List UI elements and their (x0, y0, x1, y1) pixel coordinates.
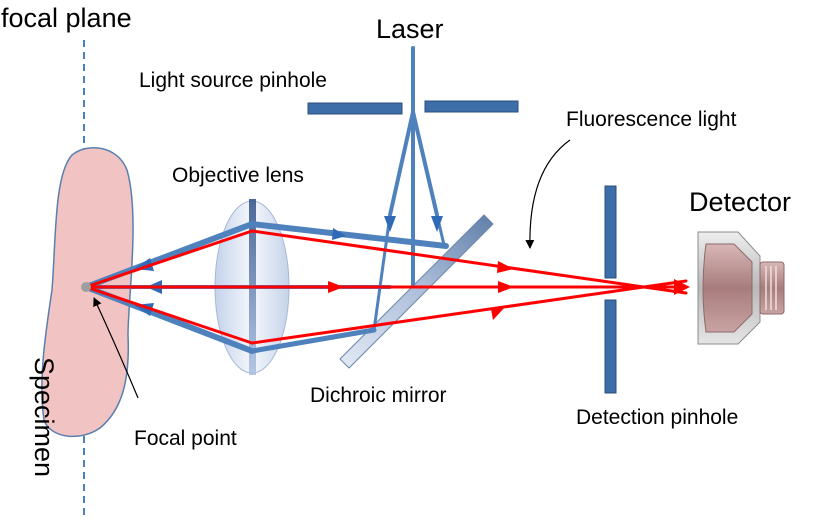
detection-pinhole-label: Detection pinhole (576, 406, 738, 429)
fluorescence-arrowheads (328, 261, 690, 320)
specimen-label: Specimen (29, 357, 59, 477)
focal-point-dot (81, 282, 91, 292)
detection-pinhole (604, 185, 617, 394)
dichroic-mirror (339, 214, 494, 369)
light-source-pinhole (307, 100, 519, 115)
laser-label: Laser (376, 14, 444, 44)
fluorescence-light-label: Fluorescence light (566, 108, 737, 131)
dichroic-mirror-label: Dichroic mirror (310, 384, 447, 407)
light-source-pinhole-label: Light source pinhole (139, 69, 327, 92)
focal-point-pointer (93, 297, 139, 399)
focal-point-label: Focal point (134, 427, 237, 450)
detector-label: Detector (689, 187, 791, 217)
detector-icon (697, 231, 785, 345)
focal-plane-label: focal plane (1, 3, 132, 33)
objective-lens-label: Objective lens (172, 164, 304, 187)
fluorescence-pointer (525, 139, 571, 249)
specimen-shape (41, 147, 134, 438)
fluorescence-beams (84, 229, 688, 345)
